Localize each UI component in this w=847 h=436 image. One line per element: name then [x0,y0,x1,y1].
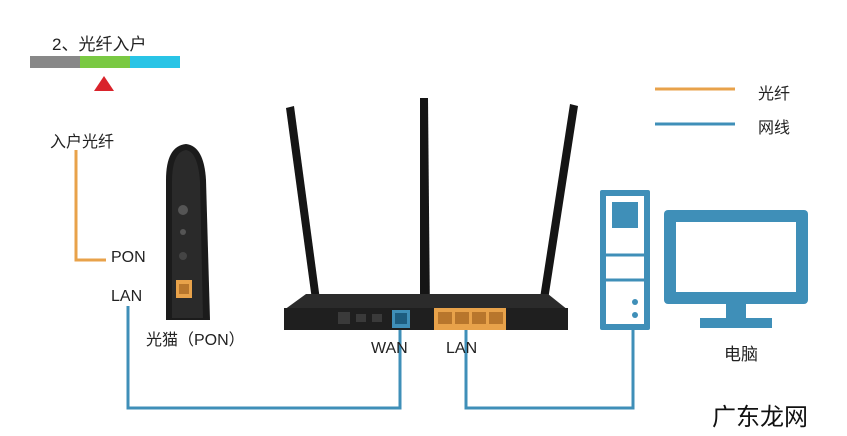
cable-router-to-pc [464,312,635,410]
cable-modem-to-router [126,306,402,410]
fiber-line [74,150,106,262]
computer-label: 电脑 [724,345,758,364]
antenna-right [540,104,578,300]
step-title: 2、光纤入户 [52,35,147,54]
bar-segment-gray [30,56,80,68]
legend-cable-label: 网线 [758,120,791,137]
step-progress-bar [30,56,180,91]
monitor-icon [664,210,808,328]
current-step-marker-icon [94,76,114,91]
pon-port-label: PON [111,249,146,266]
modem-label: 光猫（PON） [146,332,245,349]
incoming-fiber-label: 入户光纤 [50,134,115,151]
legend-fiber-label: 光纤 [758,86,791,103]
legend [655,87,735,126]
antenna-center [420,98,430,318]
router-lan-label: LAN [446,340,478,357]
bar-segment-cyan [130,56,180,68]
pc-tower-icon [600,190,650,330]
bar-segment-green [80,56,130,68]
router-wan-label: WAN [371,340,408,357]
optical-modem-icon [166,144,210,320]
modem-lan-label: LAN [111,288,143,305]
antenna-left [286,106,320,300]
router-icon [284,98,578,330]
watermark: 广东龙网 [712,403,808,431]
